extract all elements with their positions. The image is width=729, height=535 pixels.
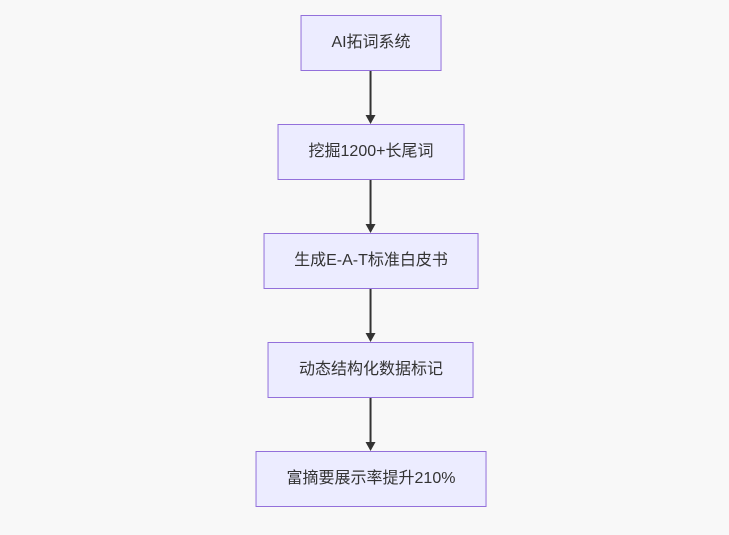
flow-node-ai-word-system: AI拓词系统 <box>300 15 442 71</box>
arrow-head-icon <box>366 333 376 342</box>
arrow-line <box>370 180 372 224</box>
flow-arrow-1 <box>366 71 376 124</box>
flow-node-label: 动态结构化数据标记 <box>298 361 443 378</box>
arrow-line <box>370 71 372 115</box>
flow-node-longtail-mining: 挖掘1200+长尾词 <box>277 124 465 180</box>
flow-node-label: 挖掘1200+长尾词 <box>308 143 434 160</box>
flowchart: AI拓词系统 挖掘1200+长尾词 生成E-A-T标准白皮书 动态结构化数据标记 <box>255 15 487 507</box>
arrow-head-icon <box>366 224 376 233</box>
arrow-line <box>370 398 372 442</box>
arrow-line <box>370 289 372 333</box>
flow-arrow-4 <box>366 398 376 451</box>
flow-node-label: 生成E-A-T标准白皮书 <box>294 252 448 269</box>
flow-node-structured-data-markup: 动态结构化数据标记 <box>267 342 474 398</box>
flow-arrow-2 <box>366 180 376 233</box>
arrow-head-icon <box>366 442 376 451</box>
flow-node-label: AI拓词系统 <box>331 34 411 51</box>
flow-arrow-3 <box>366 289 376 342</box>
arrow-head-icon <box>366 115 376 124</box>
flow-node-rich-snippet-result: 富摘要展示率提升210% <box>255 451 487 507</box>
flow-node-eat-whitepaper: 生成E-A-T标准白皮书 <box>263 233 479 289</box>
flow-node-label: 富摘要展示率提升210% <box>286 470 456 487</box>
